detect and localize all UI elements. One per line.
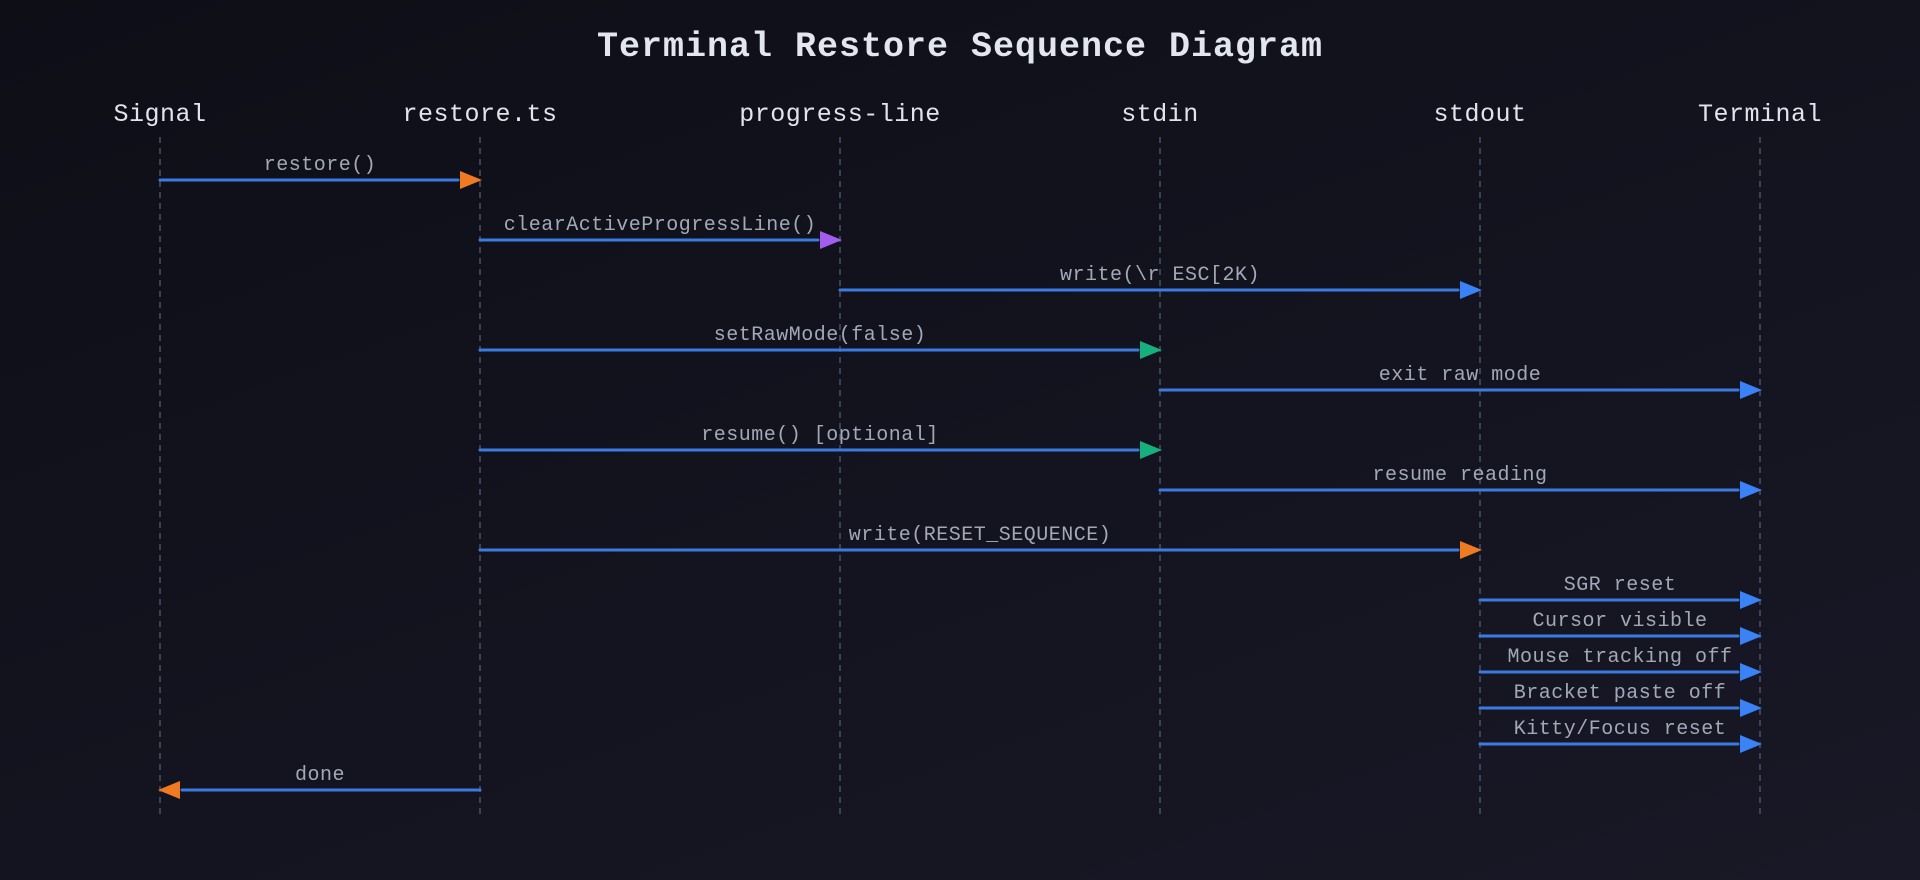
participant-restore: restore.ts xyxy=(402,100,557,815)
message-10: Cursor visible xyxy=(1478,610,1762,645)
arrowhead-icon xyxy=(1460,281,1482,299)
participant-label: stdin xyxy=(1121,100,1199,129)
arrowhead-icon xyxy=(1740,381,1762,399)
message-12: Bracket paste off xyxy=(1478,682,1762,717)
message-label: SGR reset xyxy=(1564,574,1677,597)
message-label: write(RESET_SEQUENCE) xyxy=(849,524,1112,547)
message-label: exit raw mode xyxy=(1379,364,1542,387)
participant-label: Signal xyxy=(113,100,206,129)
arrowhead-icon xyxy=(1460,541,1482,559)
message-4: setRawMode(false) xyxy=(478,324,1162,359)
arrowhead-icon xyxy=(1140,341,1162,359)
participant-label: progress-line xyxy=(739,100,941,129)
message-label: Kitty/Focus reset xyxy=(1514,718,1727,741)
message-7: resume reading xyxy=(1158,464,1762,499)
message-label: resume() [optional] xyxy=(701,424,939,447)
arrowhead-icon xyxy=(1140,441,1162,459)
message-3: write(\r ESC[2K) xyxy=(838,264,1482,299)
message-label: Mouse tracking off xyxy=(1507,646,1732,669)
message-9: SGR reset xyxy=(1478,574,1762,609)
message-label: restore() xyxy=(264,154,377,177)
diagram-title: Terminal Restore Sequence Diagram xyxy=(596,27,1324,67)
message-6: resume() [optional] xyxy=(478,424,1162,459)
message-1: restore() xyxy=(158,154,482,189)
arrowhead-icon xyxy=(1740,481,1762,499)
message-label: done xyxy=(295,764,345,787)
participant-stdin: stdin xyxy=(1121,100,1199,815)
message-8: write(RESET_SEQUENCE) xyxy=(478,524,1482,559)
participant-signal: Signal xyxy=(113,100,206,815)
arrowhead-icon xyxy=(460,171,482,189)
message-label: setRawMode(false) xyxy=(714,324,927,347)
message-label: resume reading xyxy=(1372,464,1547,487)
participant-label: Terminal xyxy=(1698,100,1822,129)
arrowhead-icon xyxy=(1740,663,1762,681)
message-label: Cursor visible xyxy=(1532,610,1707,633)
participant-label: stdout xyxy=(1433,100,1526,129)
arrowhead-icon xyxy=(1740,627,1762,645)
message-11: Mouse tracking off xyxy=(1478,646,1762,681)
message-2: clearActiveProgressLine() xyxy=(478,214,842,249)
participant-terminal: Terminal xyxy=(1698,100,1822,815)
arrowhead-icon xyxy=(1740,735,1762,753)
participant-label: restore.ts xyxy=(402,100,557,129)
participant-progress: progress-line xyxy=(739,100,941,815)
participant-stdout: stdout xyxy=(1433,100,1526,815)
message-label: write(\r ESC[2K) xyxy=(1060,264,1260,287)
message-14: done xyxy=(158,764,482,799)
message-5: exit raw mode xyxy=(1158,364,1762,399)
arrowhead-icon xyxy=(1740,699,1762,717)
message-label: clearActiveProgressLine() xyxy=(504,214,817,237)
arrowhead-icon xyxy=(820,231,842,249)
message-13: Kitty/Focus reset xyxy=(1478,718,1762,753)
arrowhead-icon xyxy=(1740,591,1762,609)
message-label: Bracket paste off xyxy=(1514,682,1727,705)
arrowhead-icon xyxy=(158,781,180,799)
